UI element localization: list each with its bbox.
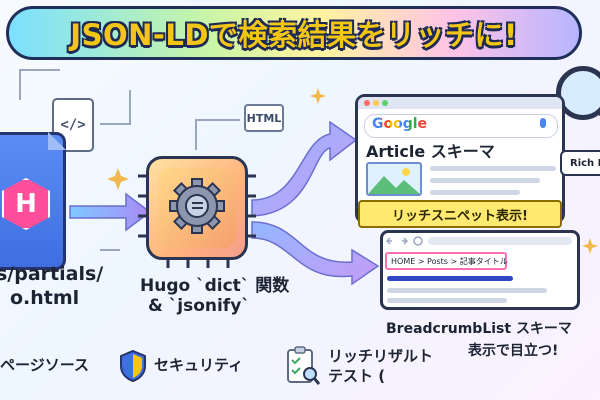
google-logo: Google — [372, 116, 427, 132]
window-dot-yellow — [373, 100, 379, 106]
footer-security: セキュリティ — [154, 356, 244, 374]
arrow-to-breadcrumb — [251, 221, 380, 286]
snippet-line — [387, 298, 507, 303]
result-title-line — [387, 276, 513, 281]
snippet-line — [430, 190, 520, 195]
arrow-to-article — [251, 120, 358, 217]
window-dot-red — [364, 100, 370, 106]
breadcrumb-schema-label: BreadcrumbList スキーマ — [386, 321, 572, 337]
chip-pins — [138, 174, 256, 268]
snippet-line — [430, 178, 540, 183]
breadcrumb-schema-sublabel: 表示で目立つ! — [468, 343, 559, 359]
title-banner: JSON-LDで検索結果をリッチに! — [6, 6, 582, 60]
mic-icon — [540, 118, 546, 128]
footer-page-source: ページソース — [0, 356, 89, 374]
gear-icon — [169, 178, 225, 234]
google-logo-text: Google — [372, 116, 428, 132]
html-file-icon: HTML — [244, 104, 284, 132]
partial-file-label: s/partials/ o.html — [0, 262, 103, 310]
breadcrumb: HOME > Posts > 記事タイトル — [385, 252, 508, 270]
search-bar-icon — [364, 114, 558, 138]
process-label-line2: & `jsonify` — [148, 296, 250, 316]
rich-snippet-banner: リッチスニペット表示! — [358, 200, 562, 228]
shield-icon — [120, 350, 146, 382]
rich-results-tag: Rich R — [560, 150, 600, 176]
snippet-line — [387, 288, 547, 293]
code-glyph: </> — [60, 117, 86, 133]
snippet-line — [430, 166, 556, 171]
partial-file-label-line2: o.html — [10, 287, 80, 309]
clipboard-check-icon — [287, 346, 320, 385]
page-title: JSON-LDで検索結果をリッチに! — [70, 18, 518, 52]
hugo-logo-icon: H — [2, 178, 50, 230]
sparkle-icon — [107, 168, 129, 190]
browser-titlebar — [358, 97, 562, 109]
image-icon — [366, 162, 422, 196]
partial-file-label-line1: s/partials/ — [0, 263, 104, 285]
html-tag-label: HTML — [246, 111, 282, 125]
browser-nav-icons — [385, 236, 572, 246]
footer-rich-results-test-line2: テスト ( — [328, 367, 386, 385]
article-schema-heading: Article スキーマ — [366, 142, 495, 161]
window-dot-green — [382, 100, 388, 106]
sparkle-icon — [582, 238, 598, 254]
arrow-to-chip — [69, 192, 152, 232]
hugo-badge-letter: H — [15, 189, 37, 219]
footer-rich-results-test: リッチリザルト テスト ( — [328, 346, 433, 386]
sparkle-icon — [310, 88, 326, 104]
process-label: Hugo `dict` 関数 & `jsonify` — [140, 276, 300, 316]
footer-rich-results-test-line1: リッチリザルト — [328, 347, 434, 365]
process-label-line1: Hugo `dict` 関数 — [140, 276, 290, 296]
file-fold — [48, 132, 66, 150]
